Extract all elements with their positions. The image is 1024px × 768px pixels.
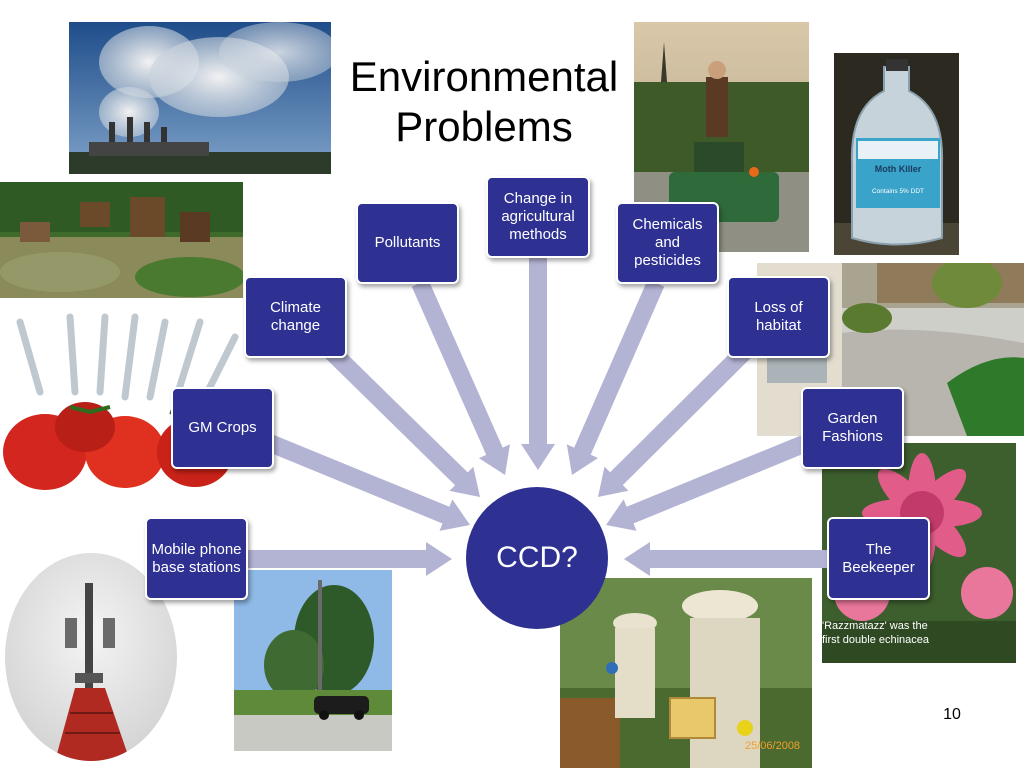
hub-label: CCD? (496, 541, 578, 574)
node-pollutants: Pollutants (356, 202, 459, 284)
ccd-hub: CCD? (466, 487, 608, 629)
node-change-in-agricultural-methods: Change in agricultural methods (486, 176, 590, 258)
arrow-habitat (598, 345, 751, 497)
arrow-climate (325, 345, 480, 497)
node-garden-fashions: Garden Fashions (801, 387, 904, 469)
node-loss-of-habitat: Loss of habitat (727, 276, 830, 358)
bottle-label: Moth Killer (875, 164, 922, 174)
title-line-1: Environmental (349, 53, 619, 100)
ddt-bottle-photo: Moth Killer Contains 5% DDT (834, 53, 959, 255)
street-mast-photo (234, 570, 392, 751)
title-line-2: Problems (395, 103, 573, 150)
node-the-beekeeper: The Beekeeper (827, 517, 930, 600)
node-chemicals-and-pesticides: Chemicals and pesticides (616, 202, 719, 284)
arrow-mobile (248, 542, 452, 576)
slide-title: Environmental Problems (336, 52, 632, 152)
node-gm-crops: GM Crops (171, 387, 274, 469)
arrow-pollutants (411, 279, 510, 475)
power-station-photo (69, 22, 331, 174)
page-number: 10 (943, 706, 961, 723)
photo-date-stamp: 25/06/2008 (745, 740, 801, 752)
bottle-sublabel: Contains 5% DDT (872, 188, 924, 195)
flower-caption: 'Razzmatazz' was the first double echina… (822, 620, 930, 646)
arrow-agricultural (521, 258, 555, 470)
arrow-chemicals (566, 279, 665, 475)
arrow-garden (606, 434, 810, 531)
arrow-beekeeper (624, 542, 828, 576)
flooded-hives-photo (0, 182, 243, 298)
arrow-gm-crops (266, 434, 470, 531)
node-mobile-phone-base-stations: Mobile phone base stations (145, 517, 248, 600)
node-climate-change: Climate change (244, 276, 347, 358)
beekeepers-photo: 25/06/2008 (560, 578, 812, 768)
